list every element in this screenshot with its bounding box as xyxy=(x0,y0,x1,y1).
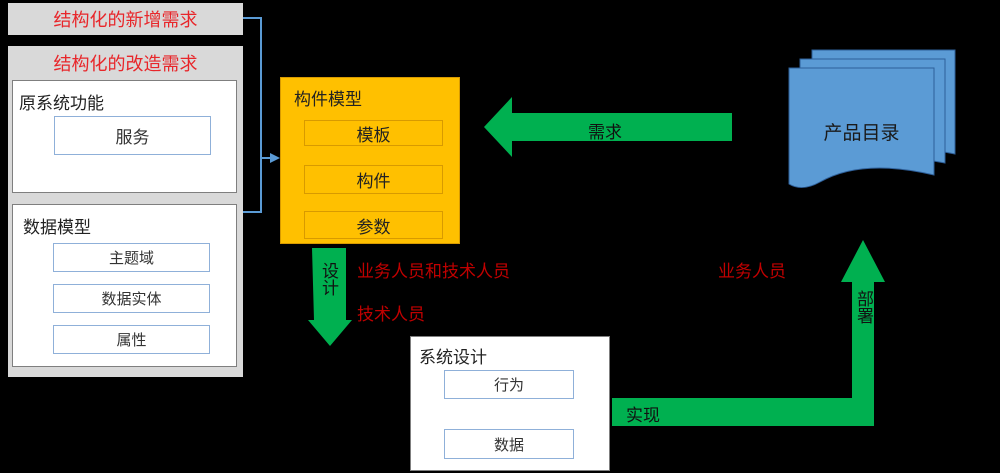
new-requirements-banner: 结构化的新增需求 xyxy=(8,3,243,35)
system-design-item-behavior: 行为 xyxy=(444,370,574,399)
original-system-title: 原系统功能 xyxy=(19,94,104,114)
component-item-component: 构件 xyxy=(304,165,443,194)
design-arrow-label: 设计 xyxy=(318,262,341,296)
design-arrow-shape xyxy=(308,248,352,346)
document-front xyxy=(788,67,935,188)
component-item-template: 模板 xyxy=(304,120,443,146)
implement-deploy-arrow-shape xyxy=(612,240,885,426)
demand-arrow-label: 需求 xyxy=(588,123,622,143)
system-design-item-label: 行为 xyxy=(493,376,524,394)
component-item-label: 构件 xyxy=(356,172,391,192)
original-system-box: 原系统功能 服务 xyxy=(12,80,237,193)
connector-line xyxy=(243,17,262,213)
component-item-label: 模板 xyxy=(356,125,391,146)
data-model-item-label: 数据实体 xyxy=(101,290,162,308)
system-design-item-data: 数据 xyxy=(444,429,574,459)
deploy-arrow-label: 部署 xyxy=(853,290,875,324)
component-model-title: 构件模型 xyxy=(294,90,362,110)
role-tech: 技术人员 xyxy=(357,305,425,325)
implement-arrow-label: 实现 xyxy=(626,406,660,426)
connector-arrowhead xyxy=(270,153,280,163)
data-model-item-subject-area: 主题域 xyxy=(53,243,210,272)
service-label: 服务 xyxy=(115,128,150,148)
component-item-label: 参数 xyxy=(356,217,391,238)
role-business: 业务人员 xyxy=(718,262,786,282)
role-business-and-tech: 业务人员和技术人员 xyxy=(357,262,510,282)
modify-requirements-label: 结构化的改造需求 xyxy=(53,54,198,75)
design-arrow-text: 设计 xyxy=(318,262,338,296)
data-model-item-attribute: 属性 xyxy=(53,325,210,354)
product-catalog-label: 产品目录 xyxy=(823,122,900,144)
data-model-item-label: 属性 xyxy=(116,331,147,349)
data-model-title: 数据模型 xyxy=(23,218,91,238)
service-box: 服务 xyxy=(54,116,211,155)
data-model-item-label: 主题域 xyxy=(108,249,154,267)
data-model-item-entity: 数据实体 xyxy=(53,284,210,313)
deploy-arrow-text: 部署 xyxy=(853,290,873,324)
demand-arrow-shape xyxy=(484,97,732,157)
new-requirements-label: 结构化的新增需求 xyxy=(53,10,198,31)
system-design-title: 系统设计 xyxy=(419,348,487,368)
component-item-parameter: 参数 xyxy=(304,211,443,239)
system-design-item-label: 数据 xyxy=(493,435,524,454)
